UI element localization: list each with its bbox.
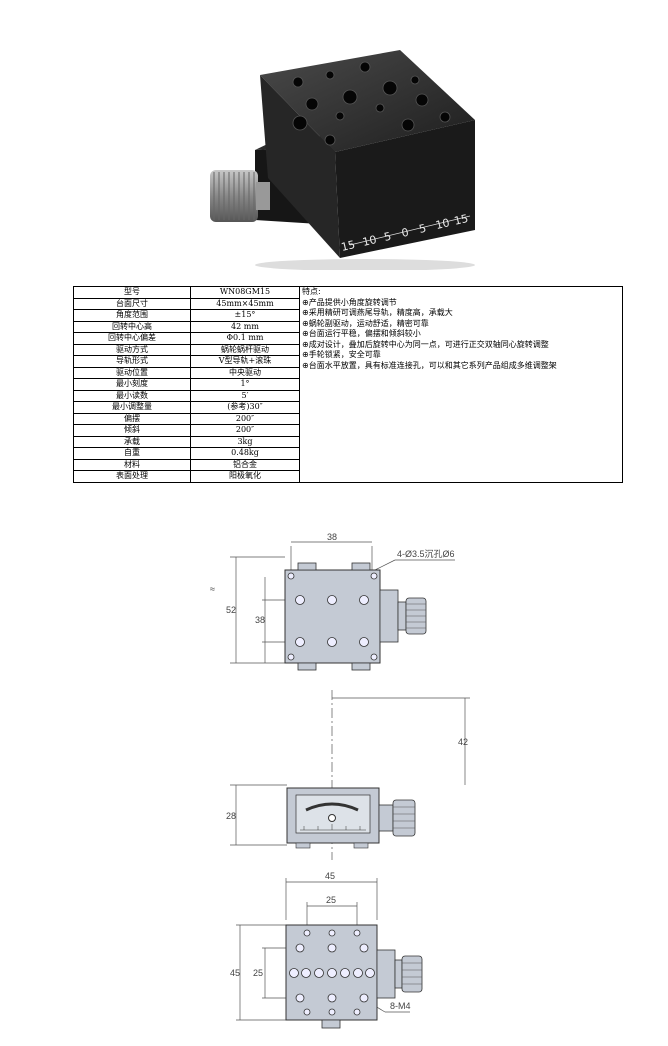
spec-row: 驱动方式蜗轮蜗杆驱动 — [73, 343, 623, 356]
scale-number: 5 — [383, 230, 393, 244]
spec-label: 最小调整量 — [73, 401, 191, 414]
spec-label: 材料 — [73, 458, 191, 471]
spec-label: 回转中心偏差 — [73, 332, 191, 345]
spec-label: 角度范围 — [73, 309, 191, 322]
dim-left-52: 52 — [226, 605, 236, 615]
dim-left-28: 28 — [226, 811, 236, 821]
spec-value: WN08GM15 — [190, 286, 300, 299]
spec-row: 角度范围±15° — [73, 309, 623, 322]
bottom-view-drawing: 45 25 45 25 8-M4 — [230, 871, 423, 1029]
spec-value: 铝合金 — [190, 458, 300, 471]
side-view-drawing: 42 28 — [226, 690, 470, 860]
spec-label: 自重 — [73, 447, 191, 460]
features-title: 特点: — [302, 287, 321, 296]
hole-note-top: 4-Ø3.5沉孔Ø6 — [397, 549, 455, 559]
spec-label: 表面处理 — [73, 470, 191, 483]
spec-value: 3kg — [190, 435, 300, 448]
spec-value: 0.48kg — [190, 447, 300, 460]
feature-item: ⊕成对设计，叠加后旋转中心为同一点，可进行正交双轴同心旋转调整 — [302, 339, 549, 349]
feature-item: ⊕台面水平放置，具有标准连接孔，可以和其它系列产品组成多维调整架 — [302, 360, 557, 370]
scale-number: 10 — [361, 233, 378, 249]
spec-value: Φ0.1 mm — [190, 332, 300, 345]
approx-mark: ≈ — [210, 584, 215, 594]
dim-outer-top-45: 45 — [325, 871, 335, 881]
spec-label: 驱动位置 — [73, 366, 191, 379]
spec-label: 最小刻度 — [73, 378, 191, 391]
feature-item: ⊕台面运行平稳，偏摆和倾斜较小 — [302, 329, 421, 338]
spec-label: 台面尺寸 — [73, 297, 191, 310]
spec-label: 型号 — [73, 286, 191, 299]
feature-item: ⊕蜗轮副驱动，运动舒适，精密可靠 — [302, 318, 429, 328]
top-view-drawing: ≈ 38 52 38 4-Ø3.5沉孔Ø6 — [210, 532, 455, 671]
spec-label: 承载 — [73, 435, 191, 448]
spec-value: 42 mm — [190, 320, 300, 333]
spec-value: 蜗轮蜗杆驱动 — [190, 343, 300, 356]
features-cell: 特点:⊕产品提供小角度旋转调节⊕采用精研可调燕尾导轨，精度高，承载大⊕蜗轮副驱动… — [299, 286, 623, 483]
scale-number: 5 — [418, 222, 428, 236]
spec-label: 偏摆 — [73, 412, 191, 425]
scale-number: 15 — [340, 238, 357, 254]
dim-height-42: 42 — [458, 737, 468, 747]
spec-label: 导轨形式 — [73, 355, 191, 368]
dim-inner-left-25: 25 — [253, 968, 263, 978]
spec-value: 5′ — [190, 389, 300, 402]
scale-number: 15 — [453, 212, 470, 228]
scale-number: 0 — [400, 226, 410, 240]
hole-note-bottom: 8-M4 — [390, 1001, 411, 1011]
spec-value: 阳极氧化 — [190, 470, 300, 483]
spec-value: V型导轨+滚珠 — [190, 355, 300, 368]
dim-outer-left-45: 45 — [230, 968, 240, 978]
spec-value: ±15° — [190, 309, 300, 322]
spec-value: 45mm×45mm — [190, 297, 300, 310]
spec-label: 最小读数 — [73, 389, 191, 402]
spec-label: 倾斜 — [73, 424, 191, 437]
feature-item: ⊕产品提供小角度旋转调节 — [302, 297, 397, 307]
product-photo: 15 10 5 0 5 10 15 — [210, 50, 475, 270]
spec-label: 驱动方式 — [73, 343, 191, 356]
feature-item: ⊕采用精研可调燕尾导轨，精度高，承载大 — [302, 308, 453, 317]
spec-value: 中央驱动 — [190, 366, 300, 379]
spec-value: 200″ — [190, 412, 300, 425]
spec-row: 表面处理阳极氧化 — [73, 470, 623, 483]
dim-inner-38: 38 — [255, 615, 265, 625]
spec-value: (参考)30″ — [190, 401, 300, 414]
dim-inner-top-25: 25 — [326, 895, 336, 905]
spec-label: 回转中心高 — [73, 320, 191, 333]
scale-number: 10 — [434, 216, 451, 232]
spec-value: 200″ — [190, 424, 300, 437]
feature-item: ⊕手轮锁紧，安全可靠 — [302, 350, 381, 359]
spec-row: 材料铝合金 — [73, 458, 623, 471]
spec-row: 驱动位置中央驱动 — [73, 366, 623, 379]
dim-top-38: 38 — [327, 532, 337, 542]
spec-value: 1° — [190, 378, 300, 391]
technical-drawings: ≈ 38 52 38 4-Ø3.5沉孔Ø6 — [210, 532, 470, 1029]
